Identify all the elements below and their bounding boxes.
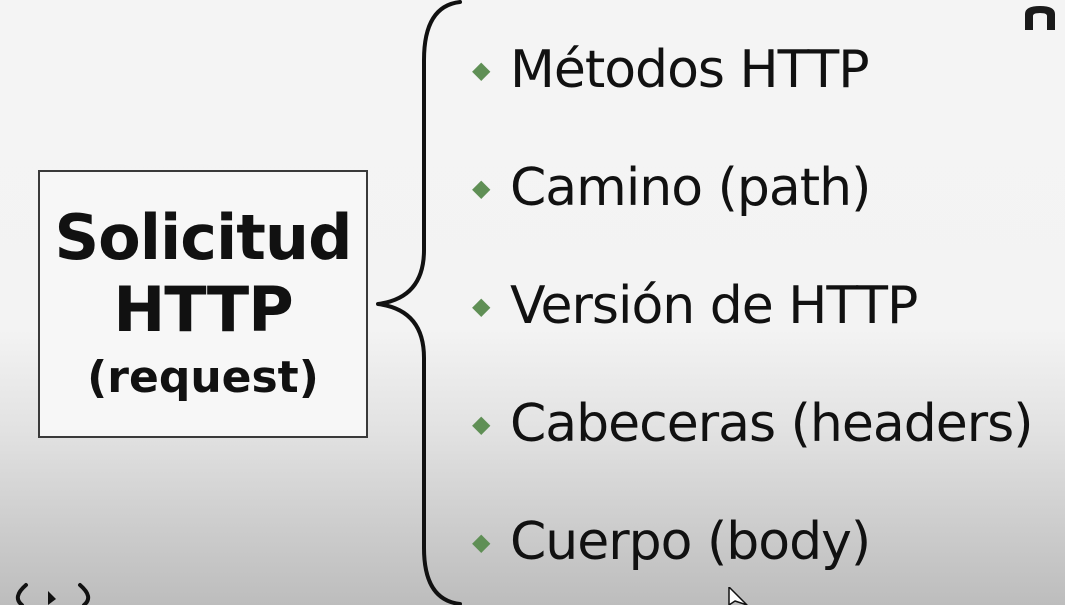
box-title-line-1: Solicitud — [54, 201, 353, 274]
list-item-body: ◆ Cuerpo (body) — [472, 512, 871, 572]
list-item-methods: ◆ Métodos HTTP — [472, 40, 870, 100]
list-item-label: Métodos HTTP — [510, 40, 870, 100]
list-item-version: ◆ Versión de HTTP — [472, 276, 918, 336]
list-item-headers: ◆ Cabeceras (headers) — [472, 394, 1033, 454]
brand-logo-icon — [15, 583, 91, 605]
list-item-path: ◆ Camino (path) — [472, 158, 871, 218]
diamond-bullet-icon: ◆ — [472, 528, 491, 556]
box-subtitle: (request) — [87, 352, 319, 403]
diamond-bullet-icon: ◆ — [472, 56, 491, 84]
channel-logo-icon — [1025, 6, 1055, 30]
list-item-label: Versión de HTTP — [510, 276, 918, 336]
list-item-label: Camino (path) — [510, 158, 871, 218]
list-item-label: Cuerpo (body) — [510, 512, 871, 572]
mouse-cursor-icon — [728, 587, 748, 605]
diamond-bullet-icon: ◆ — [472, 292, 491, 320]
main-concept-box: Solicitud HTTP (request) — [38, 170, 368, 438]
list-item-label: Cabeceras (headers) — [510, 394, 1033, 454]
diamond-bullet-icon: ◆ — [472, 410, 491, 438]
box-title-line-2: HTTP — [113, 273, 293, 346]
diamond-bullet-icon: ◆ — [472, 174, 491, 202]
brace-path — [376, 0, 462, 605]
